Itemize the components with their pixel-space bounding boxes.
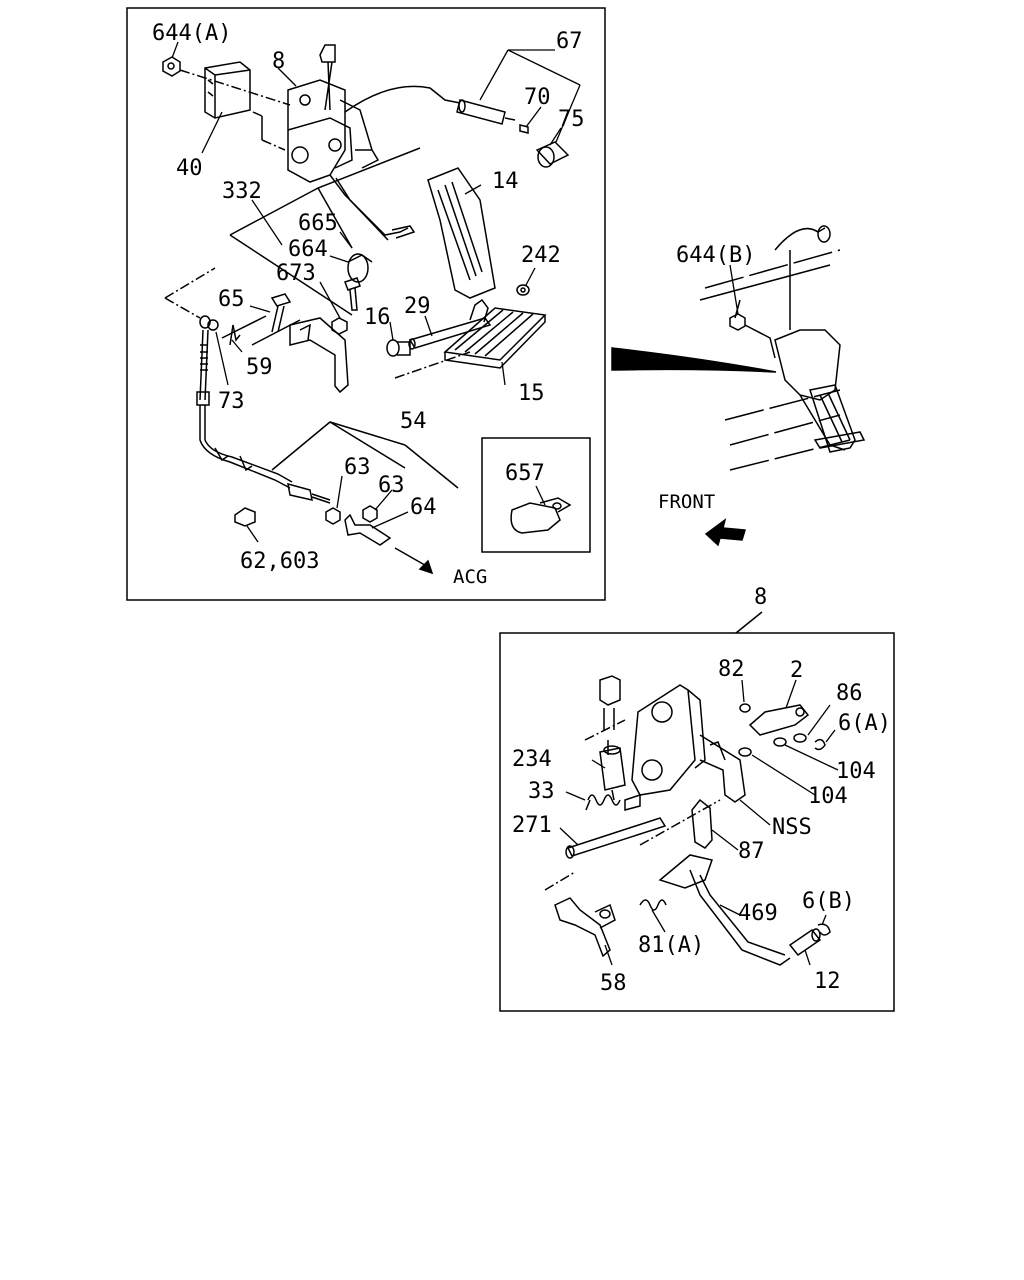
callout-nss: NSS <box>772 815 812 840</box>
link-2 <box>748 704 810 736</box>
bracket-58 <box>554 897 616 958</box>
stopper-664 <box>347 253 373 283</box>
callout-67: 67 <box>556 29 583 54</box>
spring-33 <box>587 794 621 806</box>
callout-2: 2 <box>790 658 803 683</box>
callout-63b: 63 <box>378 473 405 498</box>
callout-8: 8 <box>272 49 285 74</box>
callout-657: 657 <box>505 461 545 486</box>
washer-86 <box>793 733 807 743</box>
throttle-cable <box>344 85 461 113</box>
clip-6a <box>814 738 826 751</box>
acg-label: ACG <box>453 566 487 588</box>
callout-86: 86 <box>836 681 863 706</box>
bolt-16 <box>386 339 411 357</box>
switch-234 <box>599 745 626 801</box>
callout-64: 64 <box>410 495 437 520</box>
location-leader-wedge <box>611 347 777 373</box>
callout-81a: 81(A) <box>638 933 704 958</box>
callout-15: 15 <box>518 381 545 406</box>
callout-70: 70 <box>524 85 551 110</box>
callout-673: 673 <box>276 261 316 286</box>
callout-6b: 6(B) <box>802 889 855 914</box>
callout-644b: 644(B) <box>676 243 755 268</box>
callout-271: 271 <box>512 813 552 838</box>
callout-58: 58 <box>600 971 627 996</box>
nut-644a <box>162 56 181 77</box>
nut-63a <box>325 507 341 525</box>
pin-271 <box>565 817 667 859</box>
callout-644a: 644(A) <box>152 21 231 46</box>
washer-104b <box>773 737 787 747</box>
callout-12: 12 <box>814 969 841 994</box>
detail-view-frame <box>499 632 895 1012</box>
callout-664: 664 <box>288 237 328 262</box>
nut-63b <box>362 505 378 523</box>
location-view <box>699 225 866 471</box>
callout-40: 40 <box>176 156 203 181</box>
callout-33: 33 <box>528 779 555 804</box>
callout-63a: 63 <box>344 455 371 480</box>
clip-6b <box>817 923 831 936</box>
bracket-87 <box>691 798 713 849</box>
accelerator-cable-54 <box>196 315 331 504</box>
pedal-arm-469 <box>658 854 791 966</box>
connector <box>599 675 621 730</box>
pedal-box-assembly-8 <box>287 44 416 241</box>
detail-title-8: 8 <box>754 585 767 610</box>
washer-242 <box>516 284 530 296</box>
callout-82: 82 <box>718 657 745 682</box>
front-label: FRONT <box>658 491 715 513</box>
callout-54: 54 <box>400 409 427 434</box>
callout-242: 242 <box>521 243 561 268</box>
callout-104a: 104 <box>836 759 876 784</box>
callout-104b: 104 <box>808 784 848 809</box>
bushing-12 <box>788 928 822 957</box>
nut-665 <box>331 317 348 335</box>
callout-87: 87 <box>738 839 765 864</box>
leader-lines <box>171 41 839 966</box>
washer-104a <box>738 747 752 757</box>
inset-box-657 <box>481 437 591 553</box>
collar-82 <box>739 703 751 713</box>
callout-332: 332 <box>222 179 262 204</box>
bracket-64 <box>344 513 392 546</box>
callout-469: 469 <box>738 901 778 926</box>
callout-73: 73 <box>218 389 245 414</box>
accelerator-pedal-14 <box>427 167 496 299</box>
callout-59: 59 <box>246 355 273 380</box>
clip-59 <box>229 324 241 346</box>
bolt-673 <box>344 277 361 311</box>
callout-62603: 62,603 <box>240 549 319 574</box>
callout-65: 65 <box>218 287 245 312</box>
callout-16: 16 <box>364 305 391 330</box>
callout-14: 14 <box>492 169 519 194</box>
callout-234: 234 <box>512 747 552 772</box>
stopper-bracket <box>289 317 349 394</box>
detail-bracket <box>624 684 746 811</box>
bracket-40 <box>204 61 251 119</box>
pin-29 <box>408 317 492 350</box>
callout-6a: 6(A) <box>838 711 891 736</box>
clip-657 <box>510 497 572 534</box>
pedal-pad-15 <box>443 298 547 369</box>
spring-81a <box>639 899 667 911</box>
cable-end-67 <box>456 99 570 168</box>
front-arrow <box>704 518 746 547</box>
bolt-65 <box>270 293 292 333</box>
callout-75: 75 <box>558 107 585 132</box>
callout-29: 29 <box>404 294 431 319</box>
callout-665: 665 <box>298 211 338 236</box>
clamp-62603 <box>234 507 256 527</box>
main-diagram-frame <box>126 7 606 601</box>
